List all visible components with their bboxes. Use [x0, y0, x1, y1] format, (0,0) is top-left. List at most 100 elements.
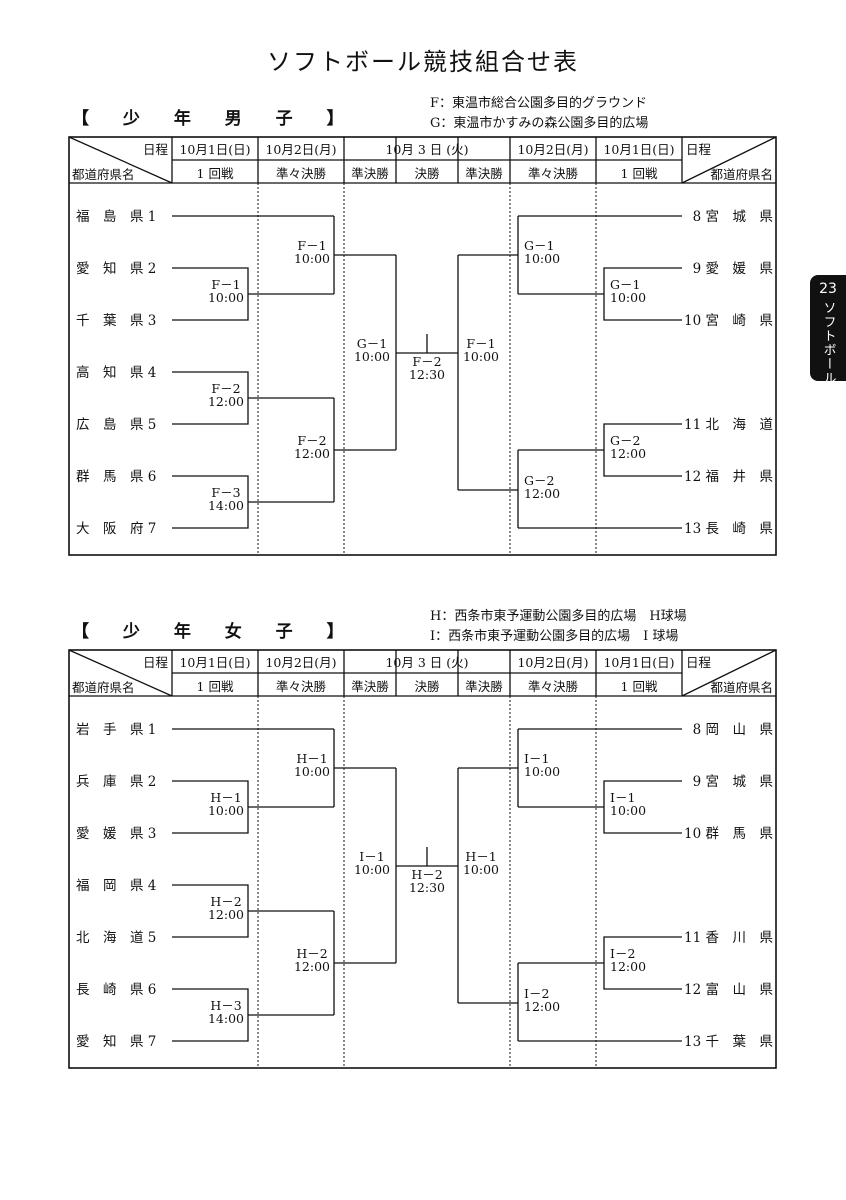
game-time: 10:00	[610, 803, 646, 818]
game-time: 10:00	[294, 251, 330, 266]
round-header: 準決勝	[465, 166, 503, 181]
corner-label-prefecture: 都道府県名	[72, 680, 135, 695]
game-label: G－1	[610, 277, 640, 292]
team-right: 11 香 川 県	[684, 930, 773, 946]
corner-diagonal-left	[68, 649, 173, 697]
game-label: F－2	[211, 381, 240, 396]
round-header: 準決勝	[351, 166, 389, 181]
corner-label-prefecture: 都道府県名	[72, 167, 135, 182]
date-header: 10月1日(日)	[603, 655, 674, 670]
game-time: 12:00	[524, 999, 560, 1014]
game-label: G－2	[610, 433, 640, 448]
round-header: 準決勝	[351, 679, 389, 694]
venue-g: G：東温市かすみの森公園多目的広場	[430, 116, 649, 131]
game-time: 10:00	[463, 349, 499, 364]
round-header: 1 回戦	[621, 166, 658, 181]
team-right: 11 北 海 道	[684, 417, 773, 433]
game-time: 10:00	[524, 251, 560, 266]
corner-label-schedule: 日程	[143, 142, 169, 157]
corner-label-schedule: 日程	[143, 655, 169, 670]
venue-i: I：西条市東予運動公園多目的広場 I 球場	[430, 629, 679, 644]
team-left: 長 崎 県 6	[76, 982, 156, 998]
date-header: 10月1日(日)	[603, 142, 674, 157]
game-label: H－1	[210, 790, 241, 805]
round-header: 1 回戦	[197, 679, 234, 694]
table-frame	[68, 136, 777, 556]
side-tab: 23 ソフトボール	[810, 275, 846, 385]
team-left: 愛 知 県 7	[76, 1033, 156, 1050]
game-label: I－2	[524, 986, 549, 1001]
game-label: I－1	[610, 790, 635, 805]
team-right: 8 岡 山 県	[693, 722, 773, 738]
date-header: 10月2日(月)	[517, 142, 588, 157]
game-label: I－1	[359, 849, 384, 864]
team-right: 10 宮 崎 県	[684, 313, 773, 329]
team-right: 13 千 葉 県	[684, 1034, 773, 1050]
date-header: 10月1日(日)	[179, 655, 250, 670]
game-label: H－3	[210, 998, 241, 1013]
page-title: ソフトボール競技組合せ表	[267, 48, 579, 76]
team-right: 13 長 崎 県	[684, 521, 773, 537]
game-label: G－1	[357, 336, 387, 351]
game-time: 10:00	[354, 862, 390, 877]
date-header: 10月 3 日 (火)	[385, 655, 468, 670]
team-left: 岩 手 県 1	[76, 722, 156, 738]
corner-diagonal-right	[681, 649, 777, 697]
section-title-girls: 【 少 年 女 子 】	[72, 622, 358, 642]
game-label: H－2	[210, 894, 241, 909]
game-label: H－2	[411, 867, 442, 882]
table-frame	[68, 649, 777, 1069]
corner-label-prefecture-right: 都道府県名	[710, 167, 773, 182]
team-left: 愛 知 県 2	[76, 260, 156, 277]
date-header: 10月2日(月)	[517, 655, 588, 670]
corner-label-schedule-right: 日程	[686, 142, 712, 157]
game-label: F－3	[211, 485, 240, 500]
game-label: G－2	[524, 473, 554, 488]
game-time: 10:00	[294, 764, 330, 779]
game-label: I－1	[524, 751, 549, 766]
side-tab-label: ソフトボール	[820, 301, 836, 385]
game-time: 10:00	[463, 862, 499, 877]
venue-f: F：東温市総合公園多目的グラウンド	[430, 96, 648, 111]
game-label: F－1	[211, 277, 240, 292]
team-left: 愛 媛 県 3	[76, 826, 156, 842]
game-time: 10:00	[208, 290, 244, 305]
game-time: 12:00	[610, 446, 646, 461]
venue-h: H：西条市東予運動公園多目的広場 H球場	[430, 609, 687, 624]
round-header: 決勝	[414, 679, 440, 694]
game-time: 10:00	[610, 290, 646, 305]
team-left: 大 阪 府 7	[76, 521, 156, 537]
team-right: 9 宮 城 県	[693, 774, 773, 790]
game-label: I－2	[610, 946, 635, 961]
game-label: F－1	[466, 336, 495, 351]
team-right: 9 愛 媛 県	[693, 261, 773, 277]
game-time: 12:30	[409, 880, 445, 895]
section-title-boys: 【 少 年 男 子 】	[72, 109, 358, 129]
corner-label-schedule-right: 日程	[686, 655, 712, 670]
game-time: 10:00	[354, 349, 390, 364]
game-time: 12:00	[294, 959, 330, 974]
game-time: 10:00	[524, 764, 560, 779]
corner-diagonal-left	[68, 136, 173, 184]
game-time: 10:00	[208, 803, 244, 818]
team-right: 8 宮 城 県	[693, 209, 773, 225]
game-time: 14:00	[208, 1011, 244, 1026]
team-right: 12 福 井 県	[684, 469, 773, 485]
date-header: 10月2日(月)	[265, 655, 336, 670]
corner-label-prefecture-right: 都道府県名	[710, 680, 773, 695]
side-tab-number: 23	[819, 281, 837, 297]
game-label: F－2	[297, 433, 326, 448]
game-label: H－1	[296, 751, 327, 766]
game-label: H－1	[465, 849, 496, 864]
game-time: 14:00	[208, 498, 244, 513]
team-left: 福 岡 県 4	[76, 878, 156, 894]
round-header: 決勝	[414, 166, 440, 181]
round-header: 1 回戦	[621, 679, 658, 694]
team-left: 福 島 県 1	[76, 209, 156, 225]
team-left: 千 葉 県 3	[76, 313, 156, 329]
team-left: 北 海 道 5	[76, 930, 156, 946]
team-right: 12 富 山 県	[684, 981, 773, 998]
game-label: G－1	[524, 238, 554, 253]
team-left: 群 馬 県 6	[76, 469, 156, 485]
